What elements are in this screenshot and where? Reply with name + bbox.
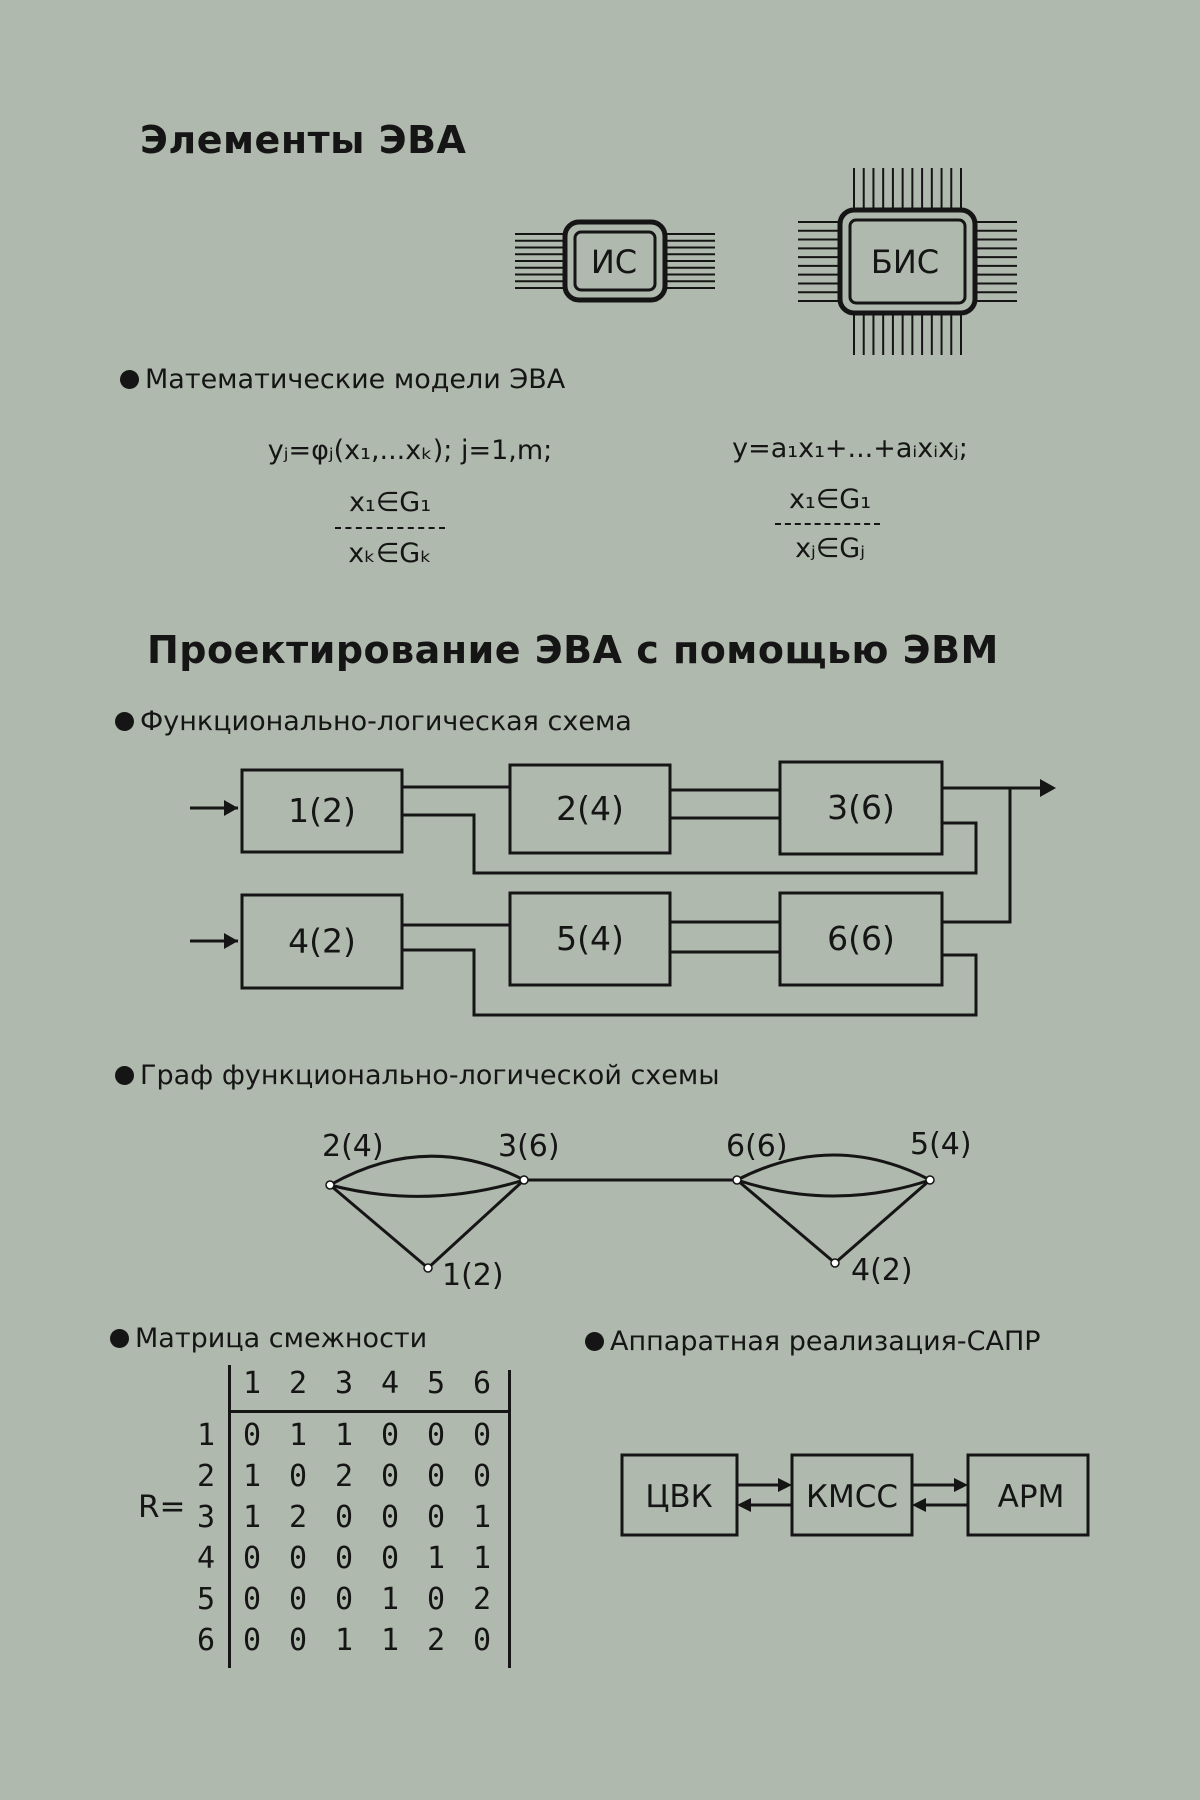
arrow-left-icon [912, 1498, 926, 1512]
hw-block-cvk [620, 1453, 739, 1537]
graph-node-label: 4(2) [851, 1253, 913, 1288]
hardware-heading: Аппаратная реализация-САПР [585, 1326, 1041, 1357]
graph-node-dot [519, 1175, 529, 1185]
arrow-left-icon [737, 1498, 751, 1512]
hw-label: АРМ [998, 1479, 1065, 1515]
graph-node-dot [732, 1175, 742, 1185]
function-block-label: 5(4) [556, 919, 624, 958]
arrow-right-icon [954, 1478, 968, 1492]
graph-heading: Граф функционально-логической схемы [115, 1060, 720, 1091]
formula-right-top: x₁∈G₁ [788, 484, 872, 515]
hw-block-arm [966, 1453, 1090, 1537]
bullet-icon [110, 1329, 129, 1348]
function-block-label: 4(2) [288, 922, 356, 961]
formula-left-bottom: xₖ∈Gₖ [348, 538, 432, 569]
hw-label: ЦВК [645, 1479, 712, 1515]
math-models-title: Математические модели ЭВА [145, 364, 566, 395]
bullet-icon [115, 1066, 134, 1085]
function-block-1 [240, 768, 404, 854]
function-block-label: 2(4) [556, 789, 624, 828]
design-title: Проектирование ЭВА с помощью ЭВМ [147, 628, 999, 672]
function-block-label: 1(2) [288, 791, 356, 830]
function-block-4 [240, 893, 404, 990]
graph-node-label: 5(4) [910, 1127, 972, 1162]
function-block-6 [778, 891, 944, 987]
formula-right-main: y=a₁x₁+...+aᵢxᵢxⱼ; [732, 433, 968, 464]
arrow-head-icon [1040, 779, 1056, 797]
formula-left-dashes [335, 527, 445, 529]
graph-node-label: 6(6) [726, 1129, 788, 1164]
graph-node-dot [830, 1258, 840, 1268]
hardware-title: Аппаратная реализация-САПР [610, 1326, 1041, 1357]
formula-left-main: yⱼ=φⱼ(x₁,...xₖ); j=1,m; [267, 435, 553, 466]
matrix-heading: Матрица смежности [110, 1323, 427, 1354]
large-chip-label: БИС [871, 243, 939, 281]
function-block-label: 3(6) [827, 788, 895, 827]
elements-title: Элементы ЭВА [140, 118, 467, 162]
graph-node-dot [423, 1263, 433, 1273]
small-chip-icon [515, 219, 715, 303]
bullet-icon [115, 712, 134, 731]
arrow-right-icon [778, 1478, 792, 1492]
function-block-2 [508, 763, 672, 855]
function-block-label: 6(6) [827, 919, 895, 958]
graph-node-dot [325, 1180, 335, 1190]
function-block-5 [508, 891, 672, 987]
matrix-title: Матрица смежности [135, 1323, 428, 1354]
formula-left-top: x₁∈G₁ [348, 487, 432, 518]
math-models-heading: Математические модели ЭВА [120, 364, 565, 395]
graph-node-dot [925, 1175, 935, 1185]
functional-scheme-heading: Функционально-логическая схема [115, 706, 632, 737]
arrow-head-icon [224, 933, 238, 949]
formula-right-bottom: xⱼ∈Gⱼ [795, 533, 865, 564]
arrow-head-icon [224, 800, 238, 816]
hw-label: КМСС [806, 1479, 898, 1515]
hw-block-kmss [790, 1453, 914, 1537]
bullet-icon [120, 370, 139, 389]
function-block-3 [778, 760, 944, 856]
bullet-icon [585, 1332, 604, 1351]
graph-node-label: 2(4) [322, 1129, 384, 1164]
graph-title: Граф функционально-логической схемы [140, 1060, 720, 1091]
functional-scheme-title: Функционально-логическая схема [140, 706, 632, 737]
small-chip-label: ИС [591, 243, 637, 281]
graph-node-label: 3(6) [498, 1129, 560, 1164]
graph-node-label: 1(2) [442, 1258, 504, 1293]
formula-right-dashes [775, 523, 880, 525]
large-chip-icon [798, 168, 1017, 355]
